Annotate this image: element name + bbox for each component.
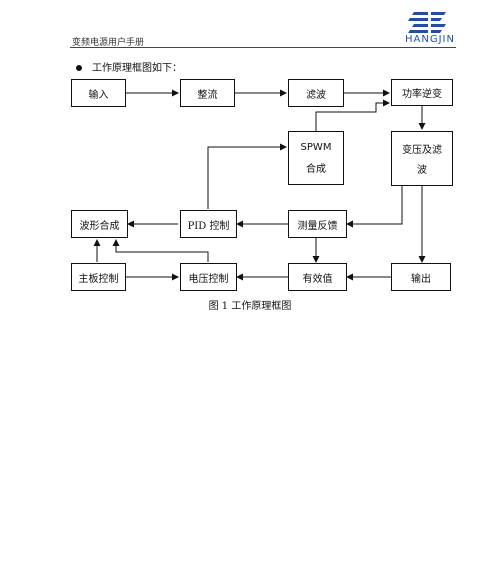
block-spwm-line1: SPWM: [300, 141, 332, 153]
header-title: 变频电源用户手册: [72, 38, 145, 48]
block-transform-filter: 变压及滤 波: [391, 131, 453, 186]
figure-caption: 图 1 工作原理框图: [208, 301, 292, 312]
block-rms: 有效值: [288, 263, 347, 291]
block-transform-line1: 变压及滤: [402, 144, 442, 156]
logo-text: HANGJIN: [405, 34, 455, 45]
block-input: 输入: [71, 79, 126, 107]
block-filter: 滤波: [288, 79, 344, 107]
block-transform-line2: 波: [417, 165, 427, 177]
arrow-transform-feedback: [346, 186, 403, 228]
block-inverter: 功率逆变: [391, 79, 453, 106]
block-spwm-line2: 合成: [306, 163, 326, 175]
block-main-ctrl: 主板控制: [71, 263, 126, 291]
block-spwm: SPWM 合成: [288, 131, 344, 185]
bullet-dot-icon: [76, 64, 82, 71]
block-rectify: 整流: [180, 79, 235, 107]
header-rule: [70, 47, 456, 48]
intro-text: 工作原理框图如下：: [92, 63, 182, 74]
company-logo: HANGJIN: [400, 10, 460, 50]
block-output: 输出: [391, 263, 451, 291]
block-feedback: 测量反馈: [288, 210, 347, 238]
arrow-voltage-wave: [112, 239, 209, 262]
block-wave-synth: 波形合成: [71, 210, 128, 238]
intro-bullet: 工作原理框图如下：: [76, 59, 182, 74]
block-pid: PID 控制: [180, 210, 237, 238]
block-voltage-ctrl: 电压控制: [180, 263, 237, 291]
arrow-pid-spwm: [207, 143, 287, 209]
arrow-spwm-inverter: [315, 99, 390, 131]
logo-mark-icon: [408, 12, 446, 33]
